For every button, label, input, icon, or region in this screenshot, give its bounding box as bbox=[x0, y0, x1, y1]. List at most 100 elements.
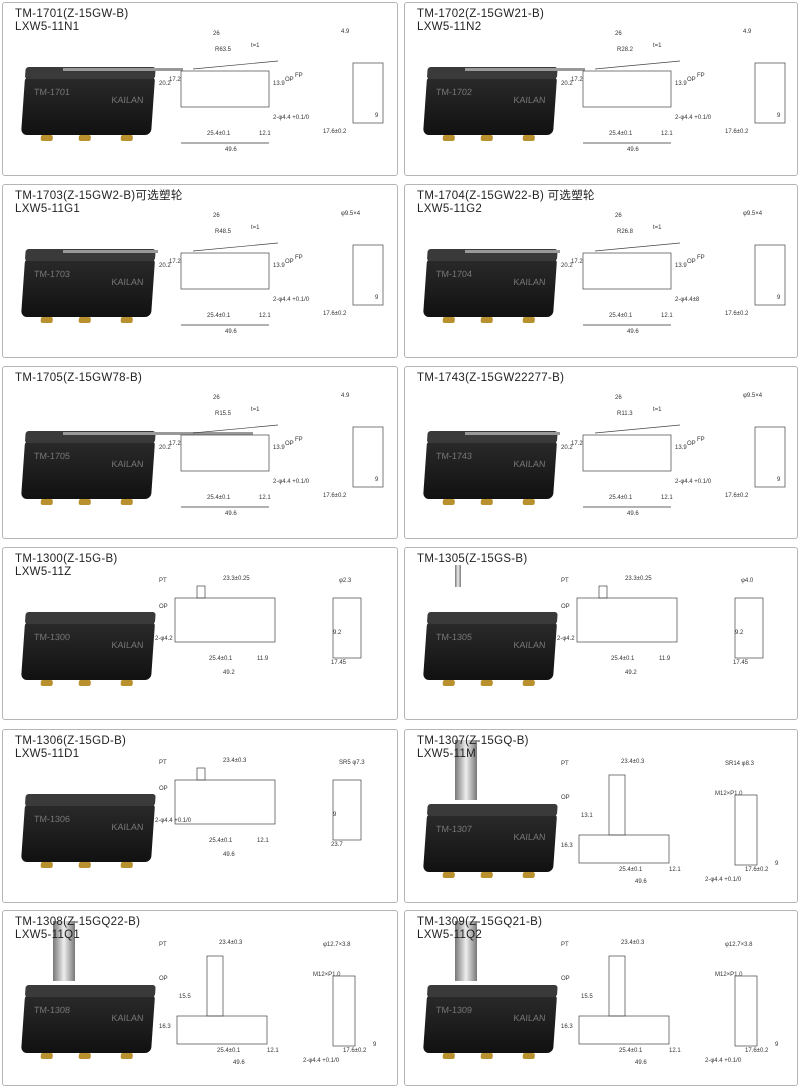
dimension-label: 49.6 bbox=[627, 329, 639, 335]
dimension-label: PT bbox=[159, 578, 167, 584]
dimension-label: 25.4±0.1 bbox=[209, 838, 233, 844]
dimension-label: 12.1 bbox=[257, 838, 269, 844]
dimension-label: 13.9 bbox=[273, 445, 285, 451]
side-view-outline bbox=[754, 62, 786, 124]
panel-plunger bbox=[455, 740, 477, 800]
dimension-label: 2-φ4.4 +0.1/0 bbox=[155, 818, 192, 824]
series-code: LXW5-11M bbox=[417, 748, 477, 760]
dimension-label: 49.6 bbox=[225, 511, 237, 517]
dimension-label: R63.5 bbox=[215, 47, 232, 53]
side-view-outline bbox=[332, 975, 356, 1047]
dimension-label: t=1 bbox=[653, 43, 662, 49]
side-view-outline bbox=[352, 244, 384, 306]
dimension-label: 17.2 bbox=[169, 441, 181, 447]
series-code: LXW5-11G1 bbox=[15, 203, 81, 215]
product-title: TM-1307(Z-15GQ-B)LXW5-11M bbox=[417, 735, 529, 761]
dimension-label: 49.6 bbox=[225, 329, 237, 335]
dimension-label: 17.6±0.2 bbox=[323, 129, 347, 135]
dimension-label: 25.4±0.1 bbox=[207, 495, 231, 501]
product-title: TM-1309(Z-15GQ21-B)LXW5-11Q2 bbox=[417, 916, 542, 942]
dimension-label: 25.4±0.1 bbox=[209, 656, 233, 662]
dimension-label: 49.6 bbox=[233, 1060, 245, 1066]
dimension-label: 23.4±0.3 bbox=[223, 758, 247, 764]
photo-model-label: TM-1705 bbox=[33, 451, 71, 461]
dimension-label: φ4.0 bbox=[741, 578, 754, 584]
brand-label: KAILAN bbox=[111, 277, 144, 287]
dimension-label: M12×P1.0 bbox=[715, 791, 743, 797]
photo-model-label: TM-1307 bbox=[435, 824, 473, 834]
dimension-label: 17.6±0.2 bbox=[323, 493, 347, 499]
dimension-label: 25.4±0.1 bbox=[619, 867, 643, 873]
dimension-drawing: 26R26.8t=120.217.213.9OPFPφ9.5×4925.4±0.… bbox=[561, 211, 786, 335]
model-code: TM-1309(Z-15GQ21-B) bbox=[417, 916, 543, 928]
dimension-label: 17.2 bbox=[169, 259, 181, 265]
dimension-label: 17.45 bbox=[331, 660, 347, 666]
dimension-label: SR5 φ7.3 bbox=[339, 760, 365, 766]
dimension-label: 2-φ4.4 +0.1/0 bbox=[273, 297, 310, 303]
dimension-label: 9 bbox=[375, 113, 379, 119]
dimension-label: R28.2 bbox=[617, 47, 634, 53]
dimension-label: 9 bbox=[777, 477, 781, 483]
dimension-label: 2-φ4.4 +0.1/0 bbox=[705, 1058, 742, 1064]
dimension-drawing: PTOP23.4±0.315.516.3M12×P1.0φ12.7×3.8925… bbox=[561, 940, 779, 1066]
dimension-label: 12.1 bbox=[669, 867, 681, 873]
photo-model-label: TM-1308 bbox=[33, 1005, 71, 1015]
brand-label: KAILAN bbox=[513, 459, 546, 469]
series-code: LXW5-11D1 bbox=[15, 748, 80, 760]
dimension-label: 49.6 bbox=[223, 852, 235, 858]
dimension-label: 17.6±0.2 bbox=[725, 129, 749, 135]
dimension-label: t=1 bbox=[653, 225, 662, 231]
plunger-outline bbox=[196, 585, 206, 599]
dimension-label: 17.6±0.2 bbox=[745, 1048, 769, 1054]
dimension-label: 26 bbox=[615, 213, 622, 219]
dimension-label: FP bbox=[295, 437, 303, 443]
model-code: TM-1305(Z-15GS-B) bbox=[417, 553, 528, 565]
dimension-label: FP bbox=[295, 255, 303, 261]
dimension-label: 2-φ4.4 +0.1/0 bbox=[273, 479, 310, 485]
dimension-label: FP bbox=[697, 437, 705, 443]
product-title: TM-1702(Z-15GW21-B)LXW5-11N2 bbox=[417, 8, 544, 34]
dimension-label: 4.9 bbox=[341, 29, 350, 35]
dimension-label: 9 bbox=[775, 1042, 779, 1048]
dimension-label: M12×P1.0 bbox=[715, 972, 743, 978]
dimension-label: PT bbox=[561, 761, 569, 767]
dimension-label: 16.3 bbox=[561, 843, 573, 849]
photo-model-label: TM-1309 bbox=[435, 1005, 473, 1015]
lever-outline bbox=[192, 60, 279, 70]
dimension-label: φ12.7×3.8 bbox=[323, 942, 351, 948]
dimension-label: R15.5 bbox=[215, 411, 232, 417]
model-code: TM-1306(Z-15GD-B) bbox=[15, 735, 127, 747]
lever-outline bbox=[594, 242, 681, 252]
dimension-label: 20.2 bbox=[561, 263, 573, 269]
dimension-label: 16.3 bbox=[159, 1024, 171, 1030]
model-code: TM-1704(Z-15GW22-B) 可选塑轮 bbox=[417, 190, 595, 202]
dimension-label: 20.2 bbox=[159, 445, 171, 451]
product-title: TM-1705(Z-15GW78-B) bbox=[15, 372, 142, 385]
switch-outline bbox=[582, 70, 672, 108]
dimension-label: 2-φ4.4±8 bbox=[675, 297, 700, 303]
dimension-label: 49.6 bbox=[635, 1060, 647, 1066]
dimension-label: t=1 bbox=[653, 407, 662, 413]
photo-model-label: TM-1305 bbox=[435, 632, 473, 642]
dimension-label: 11.9 bbox=[659, 656, 671, 662]
dimension-label: SR14 φ8.3 bbox=[725, 761, 755, 767]
dimension-label: OP bbox=[285, 259, 294, 265]
series-code: LXW5-11Z bbox=[15, 566, 72, 578]
dimension-label: OP bbox=[687, 259, 696, 265]
dimension-label: FP bbox=[697, 73, 705, 79]
model-code: TM-1743(Z-15GW22277-B) bbox=[417, 372, 565, 384]
dimension-label: 25.4±0.1 bbox=[609, 495, 633, 501]
dimension-label: 16.3 bbox=[561, 1024, 573, 1030]
